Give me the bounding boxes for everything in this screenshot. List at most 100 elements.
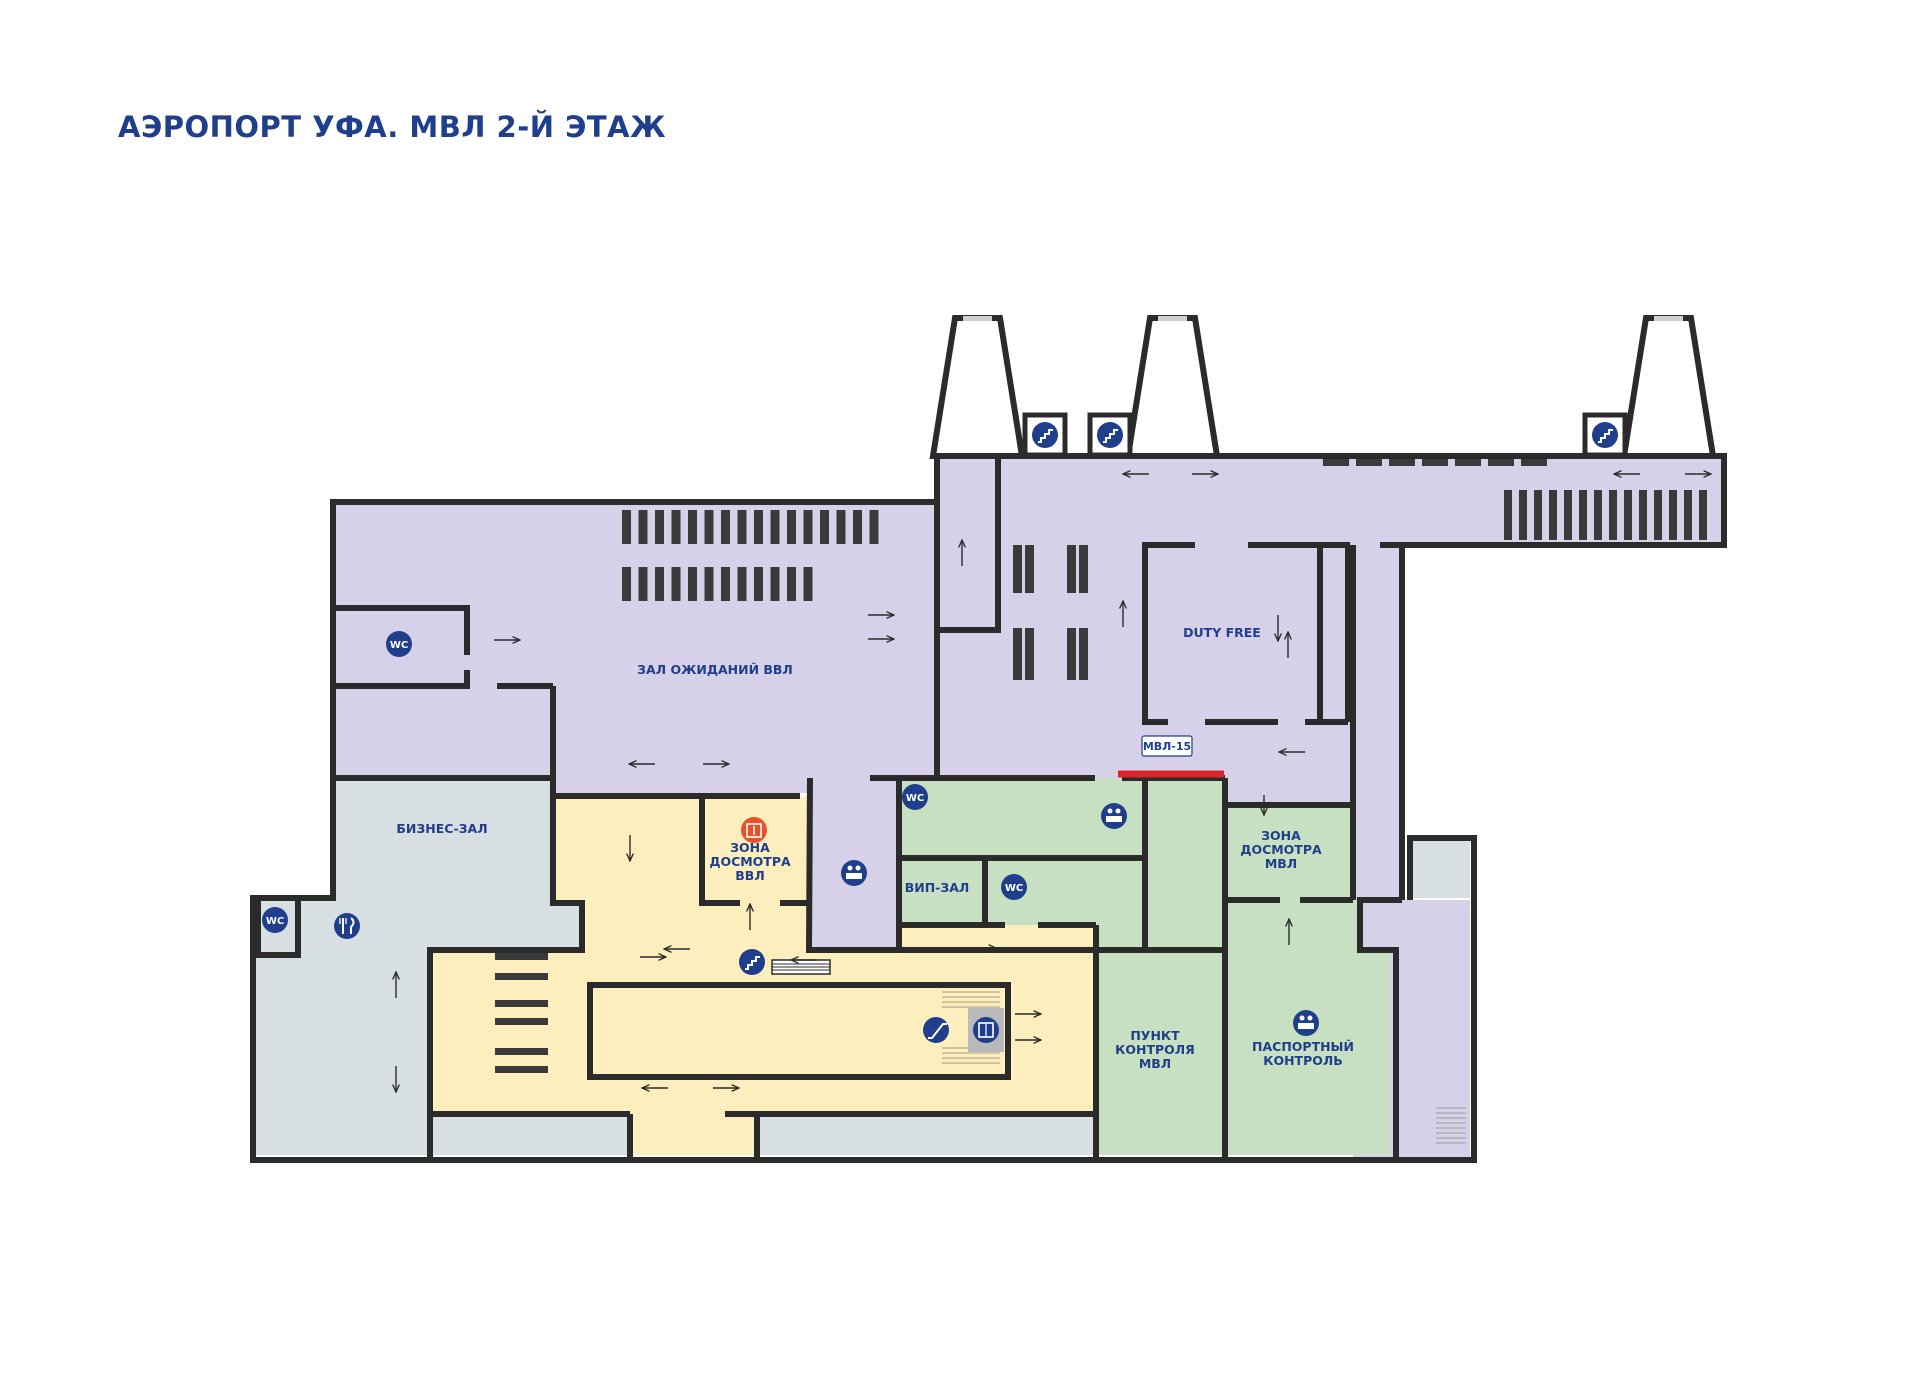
direction-arrows — [396, 474, 1711, 1092]
seat-row — [622, 567, 631, 601]
seat-row — [1609, 490, 1617, 540]
seat-row — [770, 510, 780, 544]
business-hall-label: БИЗНЕС-ЗАЛ — [396, 821, 487, 836]
seat-row — [1594, 490, 1602, 540]
escalators — [771, 959, 1466, 1144]
seat-row — [688, 510, 697, 544]
seat-row — [495, 973, 548, 980]
seat-row — [1323, 459, 1349, 466]
seat-row — [1356, 459, 1382, 466]
seat-row — [787, 510, 796, 544]
seat-row — [1504, 490, 1512, 540]
seat-row — [1455, 459, 1481, 466]
wc-icon: WC — [386, 631, 412, 657]
passport-control-label-2: КОНТРОЛЬ — [1263, 1053, 1343, 1068]
control-point-label-2: КОНТРОЛЯ — [1115, 1042, 1195, 1057]
seat-row — [1013, 545, 1022, 593]
seat-row — [1013, 628, 1022, 680]
seating — [495, 459, 1707, 1073]
seat-row — [638, 510, 648, 544]
security-scanner-icon — [741, 817, 767, 843]
seat-row — [1549, 490, 1557, 540]
vip-hall-label: ВИП-ЗАЛ — [905, 880, 970, 895]
seat-row — [1519, 490, 1527, 540]
seat-row — [1534, 490, 1542, 540]
seat-row — [1654, 490, 1662, 540]
seat-row — [495, 1066, 548, 1073]
information-desk-icon — [841, 860, 867, 886]
seat-row — [754, 510, 763, 544]
seat-row — [820, 510, 829, 544]
seat-row — [787, 567, 796, 601]
wc-icon: WC — [902, 784, 928, 810]
svg-text:WC: WC — [266, 916, 284, 927]
seat-row — [1025, 545, 1034, 593]
seat-row — [803, 567, 813, 601]
wc-icon: WC — [262, 907, 288, 933]
security-international-label-3: МВЛ — [1265, 856, 1297, 871]
zone-labels: ЗАЛ ОЖИДАНИЙ ВВЛ БИЗНЕС-ЗАЛ DUTY FREE ЗО… — [396, 625, 1354, 1071]
seat-row — [655, 510, 664, 544]
information-desk-icon — [1293, 1010, 1319, 1036]
seat-row — [638, 567, 648, 601]
seat-row — [836, 510, 846, 544]
passport-control-label-1: ПАСПОРТНЫЙ — [1252, 1039, 1354, 1054]
seat-row — [754, 567, 763, 601]
escalator-icon — [923, 1017, 949, 1043]
seat-row — [1624, 490, 1632, 540]
information-desk-icon — [1101, 803, 1127, 829]
seat-row — [688, 567, 697, 601]
seat-row — [1564, 490, 1572, 540]
svg-text:WC: WC — [390, 640, 408, 651]
seat-row — [721, 567, 730, 601]
zone-fills — [253, 456, 1724, 1160]
seat-row — [1521, 459, 1547, 466]
seat-row — [1079, 545, 1088, 593]
svg-text:WC: WC — [906, 793, 924, 804]
gate-badge — [1141, 735, 1193, 757]
seat-row — [1488, 459, 1514, 466]
seat-row — [622, 510, 631, 544]
wc-icon: WC — [1001, 874, 1027, 900]
seat-row — [869, 510, 879, 544]
gate-badge-label: МВЛ-15 — [1143, 740, 1191, 753]
svg-text:WC: WC — [1005, 883, 1023, 894]
seat-row — [1422, 459, 1448, 466]
stairs-icon — [1032, 422, 1058, 448]
seat-row — [704, 510, 714, 544]
seat-row — [495, 953, 548, 960]
map-title: АЭРОПОРТ УФА. МВЛ 2-Й ЭТАЖ — [118, 110, 667, 144]
seat-row — [1025, 628, 1034, 680]
seat-row — [495, 1018, 548, 1025]
security-domestic-label-1: ЗОНА — [730, 840, 770, 855]
seat-row — [495, 1048, 548, 1055]
stairs-icon — [1097, 422, 1123, 448]
seat-row — [704, 567, 714, 601]
seat-row — [721, 510, 730, 544]
seat-row — [1389, 459, 1415, 466]
stairs-icon — [739, 949, 765, 975]
control-point-label-1: ПУНКТ — [1130, 1028, 1180, 1043]
seat-row — [1067, 628, 1076, 680]
seat-row — [1684, 490, 1692, 540]
seat-row — [737, 510, 747, 544]
seat-row — [803, 510, 813, 544]
seat-row — [1699, 490, 1707, 540]
security-international-label-2: ДОСМОТРА — [1240, 842, 1322, 857]
seat-row — [671, 567, 681, 601]
elevator-icon — [973, 1017, 999, 1043]
seat-row — [770, 567, 780, 601]
seat-row — [853, 510, 862, 544]
seat-row — [671, 510, 681, 544]
seat-row — [1669, 490, 1677, 540]
restaurant-icon — [334, 913, 360, 939]
security-domestic-label-3: ВВЛ — [735, 868, 764, 883]
seat-row — [1579, 490, 1587, 540]
seat-row — [737, 567, 747, 601]
security-international-label-1: ЗОНА — [1261, 828, 1301, 843]
seat-row — [1639, 490, 1647, 540]
stairs-icon — [1592, 422, 1618, 448]
seat-row — [655, 567, 664, 601]
map-icons: WC WC WC WC — [262, 422, 1618, 1043]
